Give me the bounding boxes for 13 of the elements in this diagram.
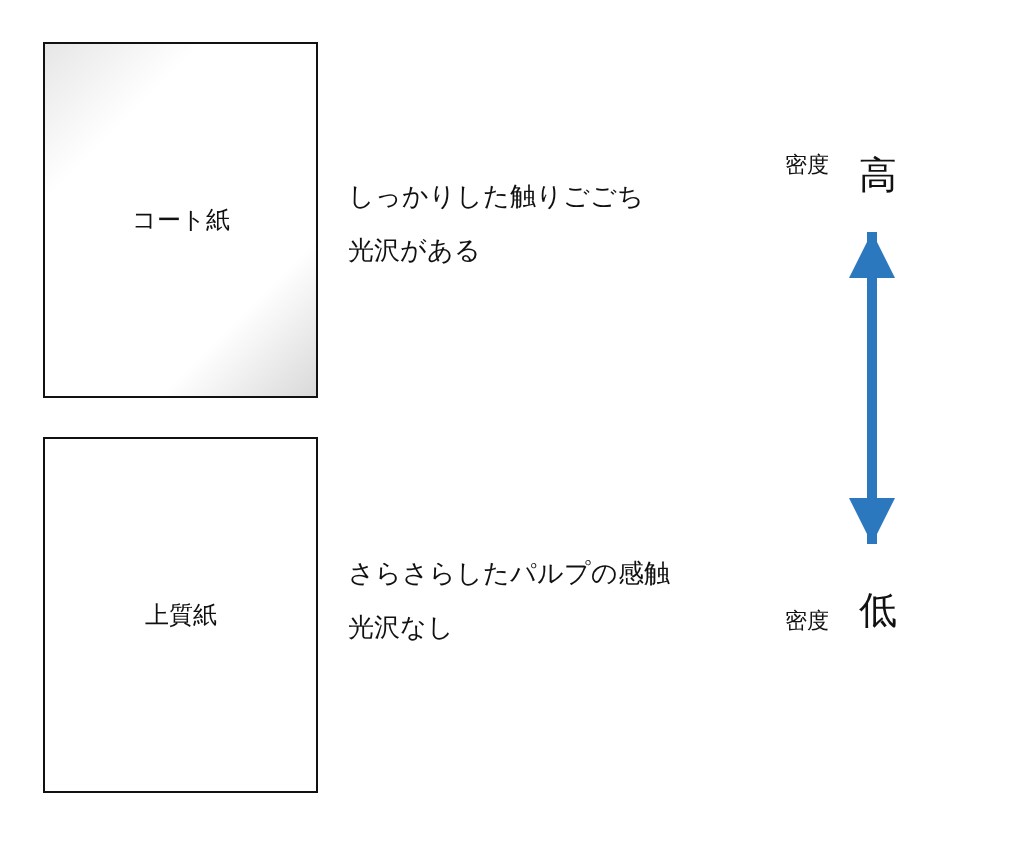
paper-name: コート紙 [131,205,230,236]
paper-sheet [43,437,318,793]
description-text: 光沢がある [348,234,482,266]
description-text: しっかりした触りごごち [348,180,644,212]
paper-sheet [43,42,318,398]
density-level: 低 [859,587,897,634]
double-arrow [849,232,895,544]
description-text: 光沢なし [348,611,455,643]
description-text: さらさらしたパルプの感触 [348,557,670,589]
density-label: 密度 [785,607,829,635]
paper-name: 上質紙 [144,600,217,631]
density-label: 密度 [785,151,829,179]
density-level: 高 [859,152,897,199]
